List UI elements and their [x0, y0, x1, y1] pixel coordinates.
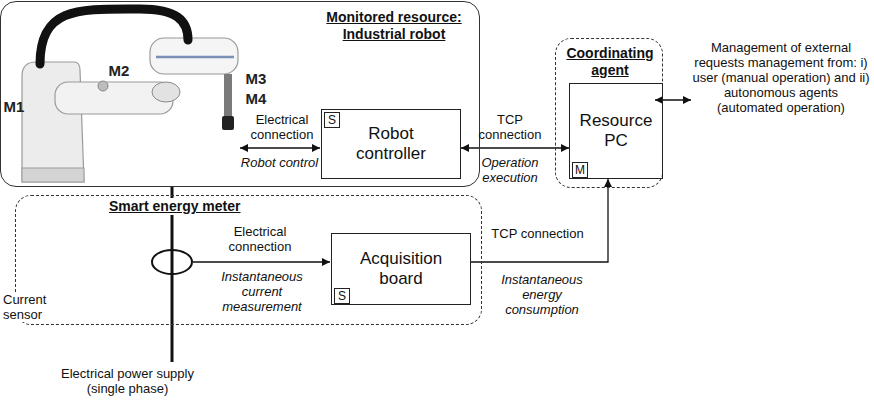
robot-joint: [152, 82, 180, 102]
tag-box: S: [334, 288, 350, 304]
group-title: Coordinating agent: [561, 45, 659, 79]
tag-box: S: [324, 112, 340, 128]
process-box: Resource PC M: [569, 83, 663, 179]
group-title: Smart energy meter: [106, 198, 244, 215]
signal-label: Instantaneous energy consumption: [486, 272, 598, 317]
connection-label: Electrical connection: [212, 224, 308, 254]
robot-control-arrow: [240, 147, 320, 148]
robot-illustration: [22, 9, 238, 182]
box-text: Acquisition board: [351, 249, 451, 289]
robot-cable: [40, 9, 188, 64]
group-title: Monitored resource: Industrial robot: [319, 9, 469, 43]
sensor-label: Current sensor: [3, 292, 65, 322]
robot-outer-link: [150, 38, 238, 74]
group-box: Coordinating agentResource PC M: [555, 38, 663, 188]
robot-base: [22, 62, 84, 182]
part-label: M2: [106, 62, 132, 80]
part-label: M4: [242, 90, 270, 108]
connector-label: TCP connection: [490, 226, 585, 241]
robot-motor: [98, 81, 108, 91]
tag-letter: M: [575, 163, 585, 177]
group-box: Monitored resource: Industrial robotRobo…: [0, 1, 480, 187]
tag-letter: S: [338, 289, 346, 303]
supply-label: Electrical power supply (single phase): [45, 366, 210, 396]
tcp-connector: [461, 147, 569, 148]
external-request-arrow: [655, 99, 691, 100]
box-text: Robot controller: [344, 124, 439, 164]
part-label: M3: [242, 70, 270, 88]
connection-label: Electrical connection: [245, 112, 319, 142]
tcp-connector: [471, 179, 608, 262]
robot-spindle: [224, 74, 232, 120]
box-text: Resource PC: [576, 111, 656, 151]
process-box: Acquisition boardS: [331, 233, 471, 305]
signal-label: Instantaneous current measurement: [212, 269, 312, 314]
tag-letter: S: [328, 113, 336, 127]
sensor-signal-arrow: [193, 261, 330, 262]
part-label: M1: [3, 98, 25, 116]
current-sensor-ring: [152, 250, 192, 274]
tag-box: M: [572, 162, 588, 178]
robot-foot: [22, 168, 84, 182]
robot-tool: [222, 116, 234, 130]
robot-stripe: [156, 56, 234, 59]
signal-label: Robot control: [240, 155, 319, 170]
connector-label: TCP connection: [468, 112, 552, 142]
process-box: Robot controller S: [321, 109, 461, 179]
signal-label: Operation execution: [468, 155, 552, 185]
note-text: Management of external requests manageme…: [692, 40, 870, 115]
